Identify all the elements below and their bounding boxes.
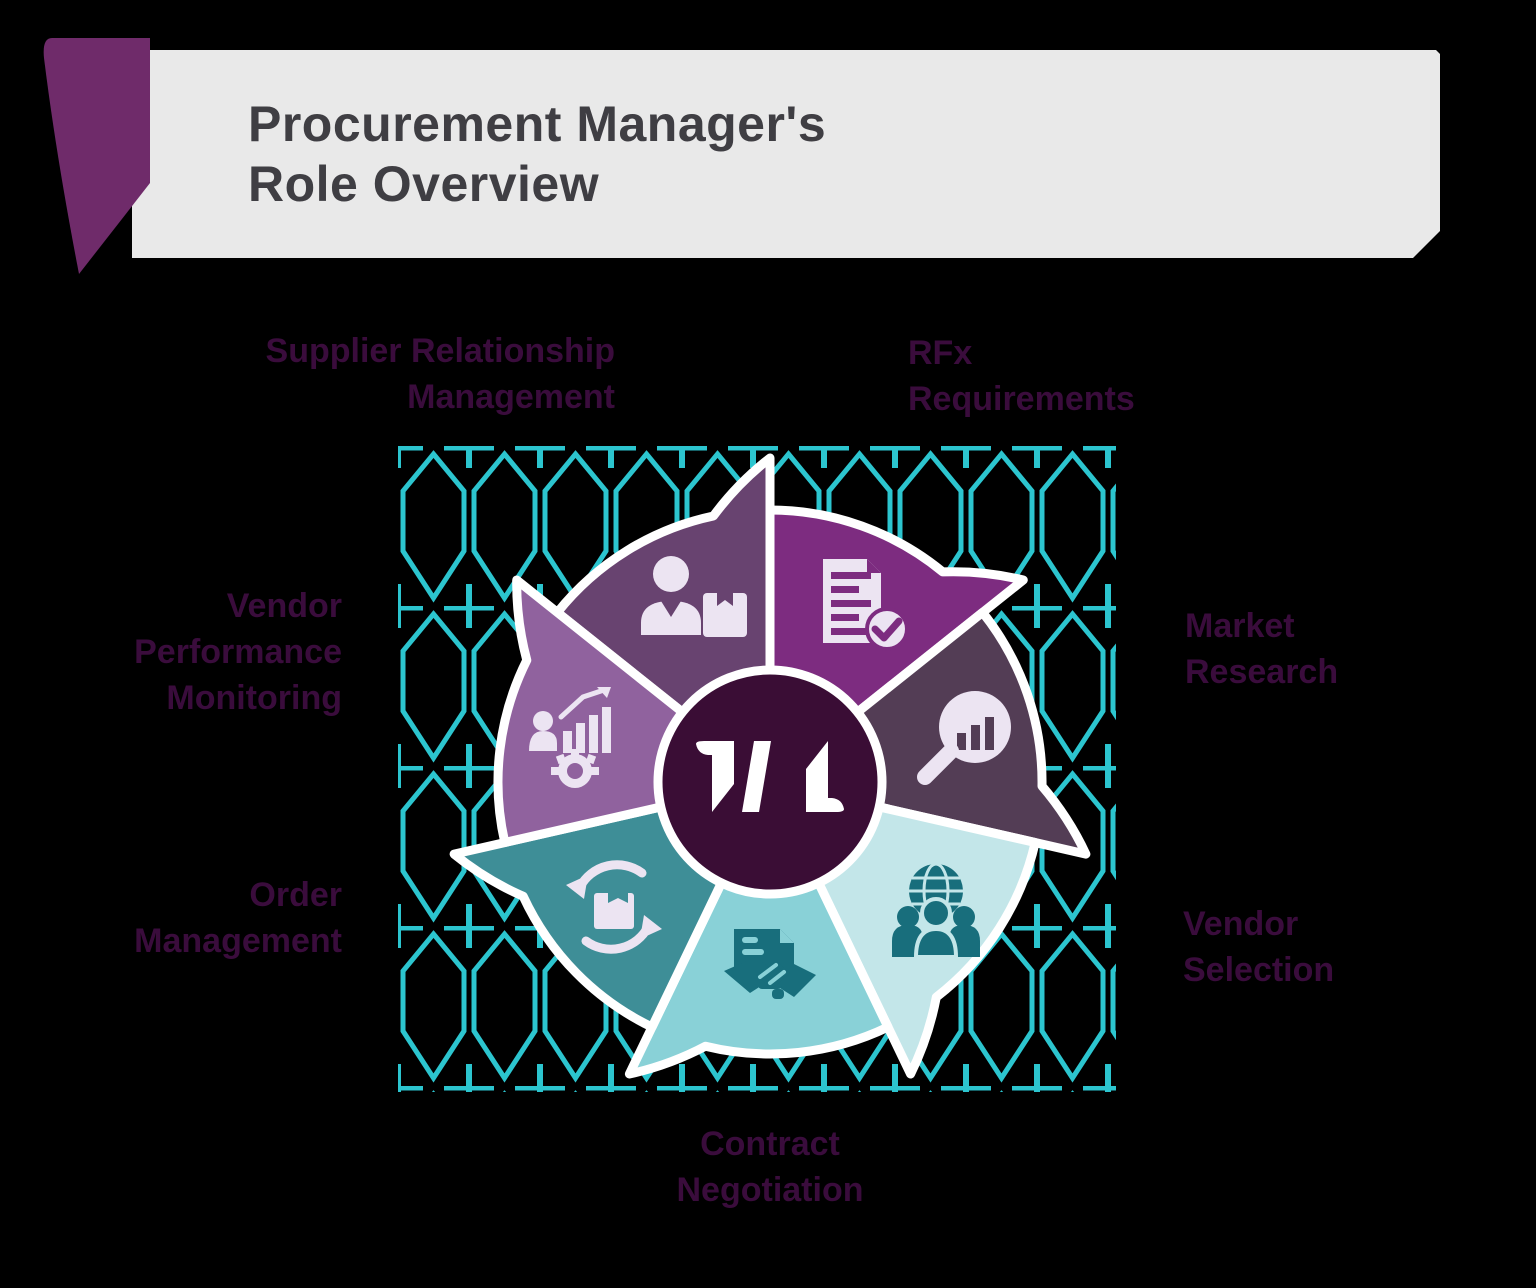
label-line: Requirements bbox=[908, 380, 1135, 418]
center-hub bbox=[653, 665, 887, 899]
label-line: Market bbox=[1185, 607, 1295, 645]
page-title-line2: Role Overview bbox=[248, 156, 600, 212]
label-order-management: Order Management bbox=[22, 872, 342, 964]
header-banner bbox=[132, 50, 1440, 258]
box-cycle-icon bbox=[566, 860, 662, 954]
label-line: Negotiation bbox=[676, 1171, 864, 1209]
label-line: Supplier Relationship bbox=[265, 332, 615, 370]
label-line: Order bbox=[249, 876, 342, 914]
label-line: Research bbox=[1185, 653, 1339, 691]
label-line: Contract bbox=[700, 1125, 840, 1163]
page-title: Procurement Manager's Role Overview bbox=[248, 94, 826, 214]
header-ribbon bbox=[43, 38, 150, 274]
label-line: Selection bbox=[1183, 951, 1335, 989]
label-line: Management bbox=[407, 378, 615, 416]
label-line: Vendor bbox=[226, 587, 342, 625]
label-line: Performance bbox=[134, 633, 342, 671]
label-supplier-relationship-management: Supplier Relationship Management bbox=[215, 328, 615, 420]
document-check-icon bbox=[823, 559, 909, 651]
page-title-line1: Procurement Manager's bbox=[248, 96, 827, 152]
label-rfx-requirements: RFx Requirements bbox=[908, 330, 1135, 422]
label-vendor-selection: Vendor Selection bbox=[1183, 901, 1334, 993]
label-line: Management bbox=[134, 922, 342, 960]
label-market-research: Market Research bbox=[1185, 603, 1338, 695]
person-package-icon bbox=[641, 556, 747, 637]
label-line: RFx bbox=[908, 334, 973, 372]
handshake-document-icon bbox=[724, 929, 816, 999]
person-gear-chart-icon bbox=[529, 687, 611, 788]
label-vendor-performance-monitoring: Vendor Performance Monitoring bbox=[22, 583, 342, 721]
label-contract-negotiation: Contract Negotiation bbox=[595, 1121, 945, 1213]
people-globe-icon bbox=[892, 862, 980, 959]
label-line: Monitoring bbox=[166, 679, 342, 717]
magnifier-chart-icon bbox=[917, 691, 1011, 785]
center-logo bbox=[696, 741, 844, 812]
label-line: Vendor bbox=[1183, 905, 1299, 943]
